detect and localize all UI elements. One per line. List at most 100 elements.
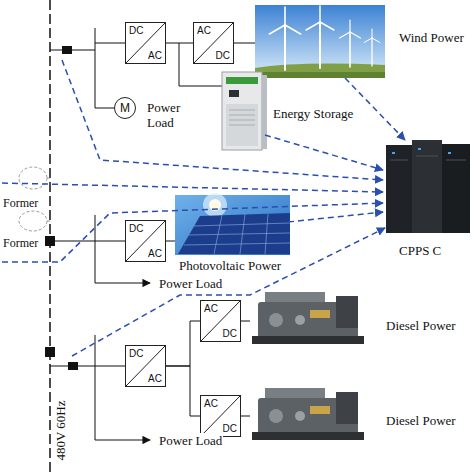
cpps-server-racks [418, 148, 421, 150]
wind-turbine-photo [284, 7, 286, 25]
diesel-generator-photo [336, 296, 358, 328]
wind-turbine-photo [255, 5, 385, 78]
circuit-breaker [45, 347, 55, 357]
wire [95, 366, 125, 367]
cpps-server-racks [386, 140, 470, 233]
cpps-server-racks [392, 152, 395, 154]
cpps-server-racks [412, 140, 442, 233]
converter-box: ACDC [193, 22, 234, 64]
photovoltaic-photo [184, 214, 290, 254]
data-link-arrow [265, 135, 383, 170]
energy-storage-cabinet [229, 125, 255, 126]
cpps-server-racks [448, 152, 451, 154]
converter-diagonal [201, 396, 240, 436]
node-text: M [120, 102, 130, 115]
transformer-symbol [19, 211, 47, 231]
node-text: DC [223, 328, 237, 339]
bus-voltage-label: 480V 60Hz [53, 399, 68, 461]
wire [240, 416, 250, 417]
wire [95, 43, 125, 44]
wire [95, 335, 96, 440]
energy-storage-cabinet [226, 104, 258, 146]
energy-storage-cabinet [229, 110, 255, 111]
data-link-arrow [2, 203, 383, 262]
wire [50, 366, 95, 367]
converter-diagonal [126, 23, 165, 63]
component-label: Diesel Power [385, 413, 457, 428]
node-text: AC [148, 50, 162, 61]
wire [50, 241, 95, 242]
diesel-generator-photo [295, 411, 305, 421]
wire [165, 241, 175, 242]
photovoltaic-photo [214, 215, 222, 254]
cpps-server-racks [386, 145, 412, 233]
wind-turbine-photo [255, 5, 385, 78]
wind-turbine-photo [255, 72, 385, 78]
wire [95, 215, 96, 283]
energy-storage-cabinet [222, 72, 267, 150]
cpps-server-racks [392, 148, 451, 154]
wind-turbine-photo [269, 6, 379, 70]
diesel-generator-photo [269, 409, 283, 423]
wind-turbine-photo [350, 32, 360, 38]
wind-turbine-photo [364, 38, 372, 43]
converter-box: DCAC [125, 345, 166, 387]
wire [233, 43, 255, 44]
node-text: AC [197, 25, 211, 36]
photovoltaic-photo [194, 223, 290, 226]
energy-storage-cabinet [226, 77, 258, 84]
load-label: Power Load [158, 433, 223, 448]
cpps-server-racks [446, 160, 466, 161]
converter-box: AC DC [200, 300, 241, 342]
load-label: Power Load [146, 100, 190, 130]
wind-turbine-photo [340, 32, 350, 38]
node-text: DC [129, 25, 143, 36]
component-label: CPPS C [398, 243, 442, 258]
photovoltaic-photo [178, 213, 290, 254]
photovoltaic-photo [240, 214, 245, 254]
photovoltaic-photo [175, 195, 290, 255]
cpps-server-racks [390, 156, 466, 160]
photovoltaic-photo [189, 233, 290, 235]
wind-turbine-photo [372, 29, 373, 38]
node-text: AC [148, 248, 162, 259]
data-link-arrow [2, 60, 405, 356]
converter-box: AC DC [200, 395, 241, 437]
diesel-generator-photo [252, 432, 364, 440]
wire [95, 108, 114, 109]
wind-turbine-photo [319, 22, 321, 68]
wind-turbine-photo [319, 6, 321, 22]
wind-turbine-photo [349, 20, 350, 32]
diesel-generator-photo [252, 336, 364, 344]
connector-layer [166, 43, 200, 416]
diesel-generator-photo [310, 406, 330, 414]
energy-storage-cabinet [229, 120, 255, 121]
wind-turbine-photo [320, 22, 334, 30]
component-label: Diesel Power [385, 318, 457, 333]
cpps-server-racks [442, 144, 470, 233]
transformer-symbol [47, 221, 50, 222]
wire [50, 50, 95, 51]
diesel-generator-photo [252, 388, 364, 440]
energy-storage-cabinet [262, 75, 267, 149]
component-label: Wind Power [398, 30, 465, 45]
node-text: AC [204, 398, 218, 409]
converter-box: DCAC [125, 220, 166, 262]
transformer-symbol [19, 167, 47, 189]
motor-symbol: M [114, 97, 136, 119]
node-text: DC [223, 423, 237, 434]
energy-storage-cabinet [229, 90, 239, 97]
data-link-arrow [2, 183, 383, 192]
cpps-server-racks [390, 160, 408, 161]
wind-turbine-photo [349, 32, 351, 67]
transformer-symbol [47, 178, 50, 179]
wind-turbine-photo [371, 38, 372, 66]
component-label: Photovoltaic Power [178, 258, 282, 273]
node-text: AC [204, 303, 218, 314]
wind-turbine-photo [372, 38, 380, 43]
converter-diagonal [194, 23, 233, 63]
component-label: Energy Storage [272, 106, 354, 121]
wire [95, 28, 96, 108]
